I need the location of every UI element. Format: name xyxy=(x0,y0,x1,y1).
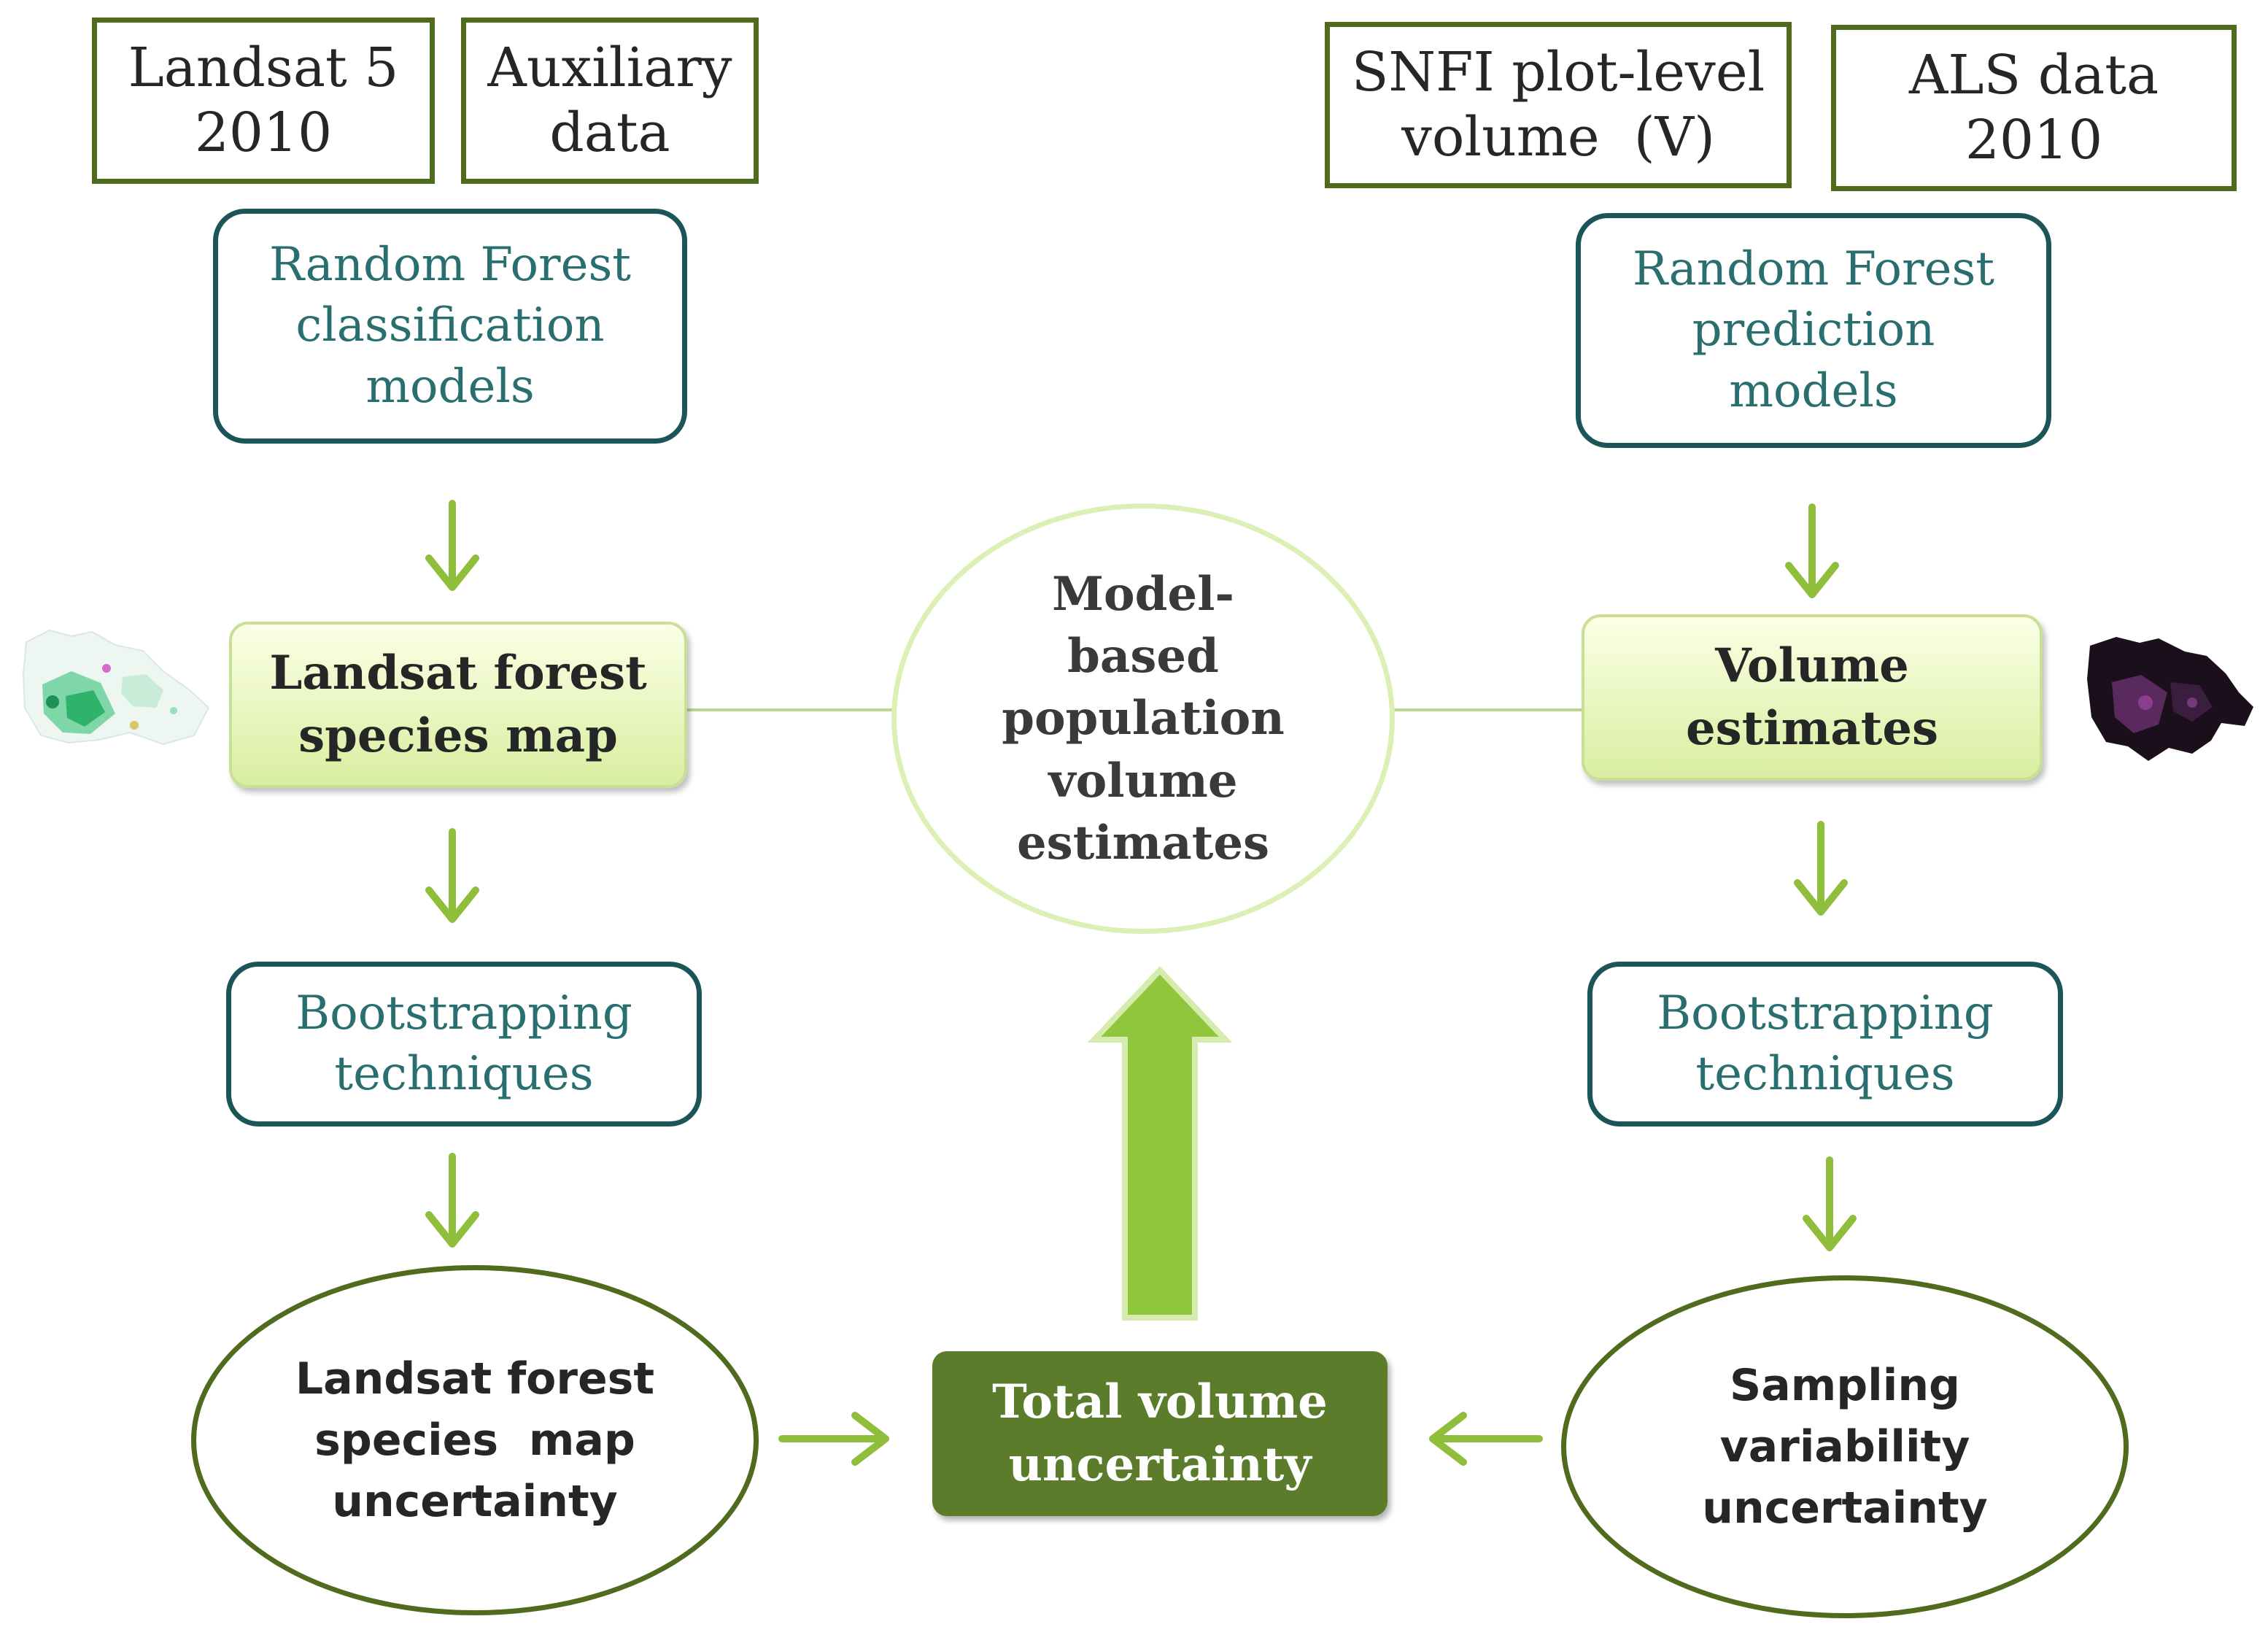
sampling-variability-uncertainty-ellipse: Sampling variability uncertainty xyxy=(1561,1275,2129,1618)
auxiliary-data-box: Auxiliary data xyxy=(461,18,759,184)
snfi-volume-box: SNFI plot-level volume (V) xyxy=(1325,22,1792,188)
als-label-line-2: 2010 xyxy=(1965,109,2103,171)
volume-estimates-line-2: estimates xyxy=(1685,701,1939,756)
rf-prediction-box: Random Forest prediction models xyxy=(1576,213,2051,448)
sampling-unc-line-1: Sampling xyxy=(1730,1360,1960,1411)
center-line-4: volume xyxy=(1048,753,1238,808)
species-map-thumbnail-icon xyxy=(22,629,210,746)
arrow-rf-to-species-map xyxy=(425,500,479,591)
species-unc-line-3: uncertainty xyxy=(332,1476,618,1527)
species-map-result-box: Landsat forest species map xyxy=(229,622,687,788)
bootstrap-left-line-1: Bootstrapping xyxy=(295,986,632,1040)
species-unc-line-1: Landsat forest xyxy=(295,1353,655,1404)
volume-estimates-result-box: Volume estimates xyxy=(1582,614,2043,781)
volume-map-thumbnail-icon xyxy=(2087,637,2253,761)
species-map-line-2: species map xyxy=(298,708,618,763)
als-label-line-1: ALS data xyxy=(1908,44,2159,107)
rf-classification-line-2: classification xyxy=(295,298,605,353)
model-based-estimates-circle: Model- based population volume estimates xyxy=(891,503,1395,934)
arrow-volume-to-bootstrap xyxy=(1794,821,1848,916)
bootstrap-right-line-1: Bootstrapping xyxy=(1657,986,1994,1040)
species-map-line-1: Landsat forest xyxy=(269,645,647,700)
arrow-sampling-unc-to-total xyxy=(1429,1412,1543,1466)
snfi-label-line-1: SNFI plot-level xyxy=(1351,41,1765,104)
total-line-2: uncertainty xyxy=(1008,1437,1312,1492)
total-volume-uncertainty-box: Total volume uncertainty xyxy=(932,1351,1387,1516)
center-line-1: Model- xyxy=(1052,567,1234,622)
species-unc-line-2: species map xyxy=(314,1415,635,1466)
bootstrap-left-line-2: techniques xyxy=(334,1047,594,1101)
arrow-bootstrap-to-sampling-unc xyxy=(1803,1156,1857,1251)
arrow-species-unc-to-total xyxy=(778,1412,889,1466)
rf-prediction-line-3: models xyxy=(1729,363,1898,418)
rf-classification-line-3: models xyxy=(365,359,535,414)
als-data-box: ALS data 2010 xyxy=(1831,25,2237,191)
bootstrap-right-box: Bootstrapping techniques xyxy=(1587,962,2063,1126)
sampling-unc-line-3: uncertainty xyxy=(1702,1483,1988,1534)
auxiliary-label-line-2: data xyxy=(549,101,670,164)
species-map-uncertainty-ellipse: Landsat forest species map uncertainty xyxy=(191,1265,759,1615)
volume-estimates-line-1: Volume xyxy=(1715,638,1909,693)
center-line-2: based xyxy=(1067,629,1219,684)
bootstrap-right-line-2: techniques xyxy=(1695,1047,1955,1101)
rf-prediction-line-1: Random Forest xyxy=(1632,242,1995,297)
arrow-bootstrap-to-species-unc xyxy=(425,1153,479,1248)
arrow-rf-to-volume xyxy=(1785,503,1839,598)
center-line-3: population xyxy=(1002,691,1285,746)
big-up-arrow xyxy=(1087,966,1233,1321)
center-line-5: estimates xyxy=(1016,815,1270,870)
auxiliary-label-line-1: Auxiliary xyxy=(487,36,732,100)
total-line-1: Total volume xyxy=(992,1374,1328,1429)
sampling-unc-line-2: variability xyxy=(1719,1421,1970,1472)
landsat-input-box: Landsat 5 2010 xyxy=(92,18,435,184)
arrow-species-map-to-bootstrap xyxy=(425,828,479,923)
snfi-label-line-2: volume (V) xyxy=(1401,106,1715,169)
rf-prediction-line-2: prediction xyxy=(1692,303,1935,358)
bootstrap-left-box: Bootstrapping techniques xyxy=(226,962,702,1126)
landsat-label-line-2: 2010 xyxy=(194,101,333,164)
rf-classification-box: Random Forest classification models xyxy=(213,209,687,444)
landsat-label-line-1: Landsat 5 xyxy=(128,36,399,100)
rf-classification-line-1: Random Forest xyxy=(268,238,632,293)
